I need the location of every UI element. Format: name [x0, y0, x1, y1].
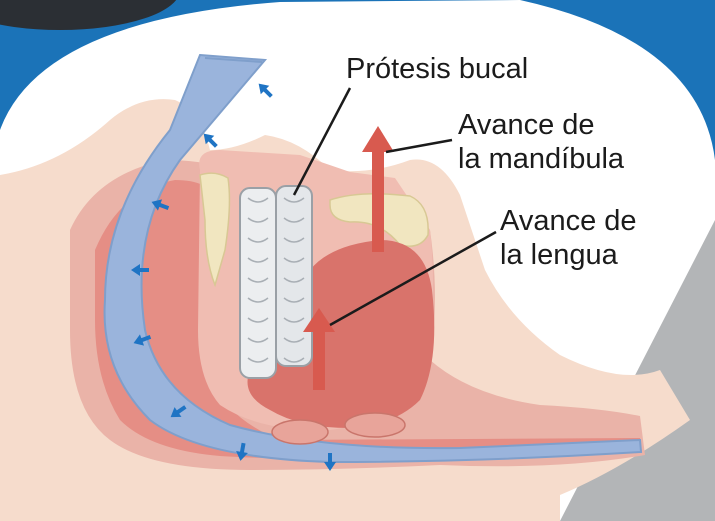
lip-bump-right	[345, 413, 405, 437]
label-avance-mandibula: Avance de la mandíbula	[458, 108, 624, 176]
label-avance-lengua: Avance de la lengua	[500, 204, 637, 272]
oral-appliance	[240, 186, 312, 378]
appliance-tray-lower	[276, 186, 312, 366]
label-protesis-bucal: Prótesis bucal	[346, 52, 528, 86]
lip-bump-left	[272, 420, 328, 444]
appliance-tray-upper	[240, 188, 276, 378]
